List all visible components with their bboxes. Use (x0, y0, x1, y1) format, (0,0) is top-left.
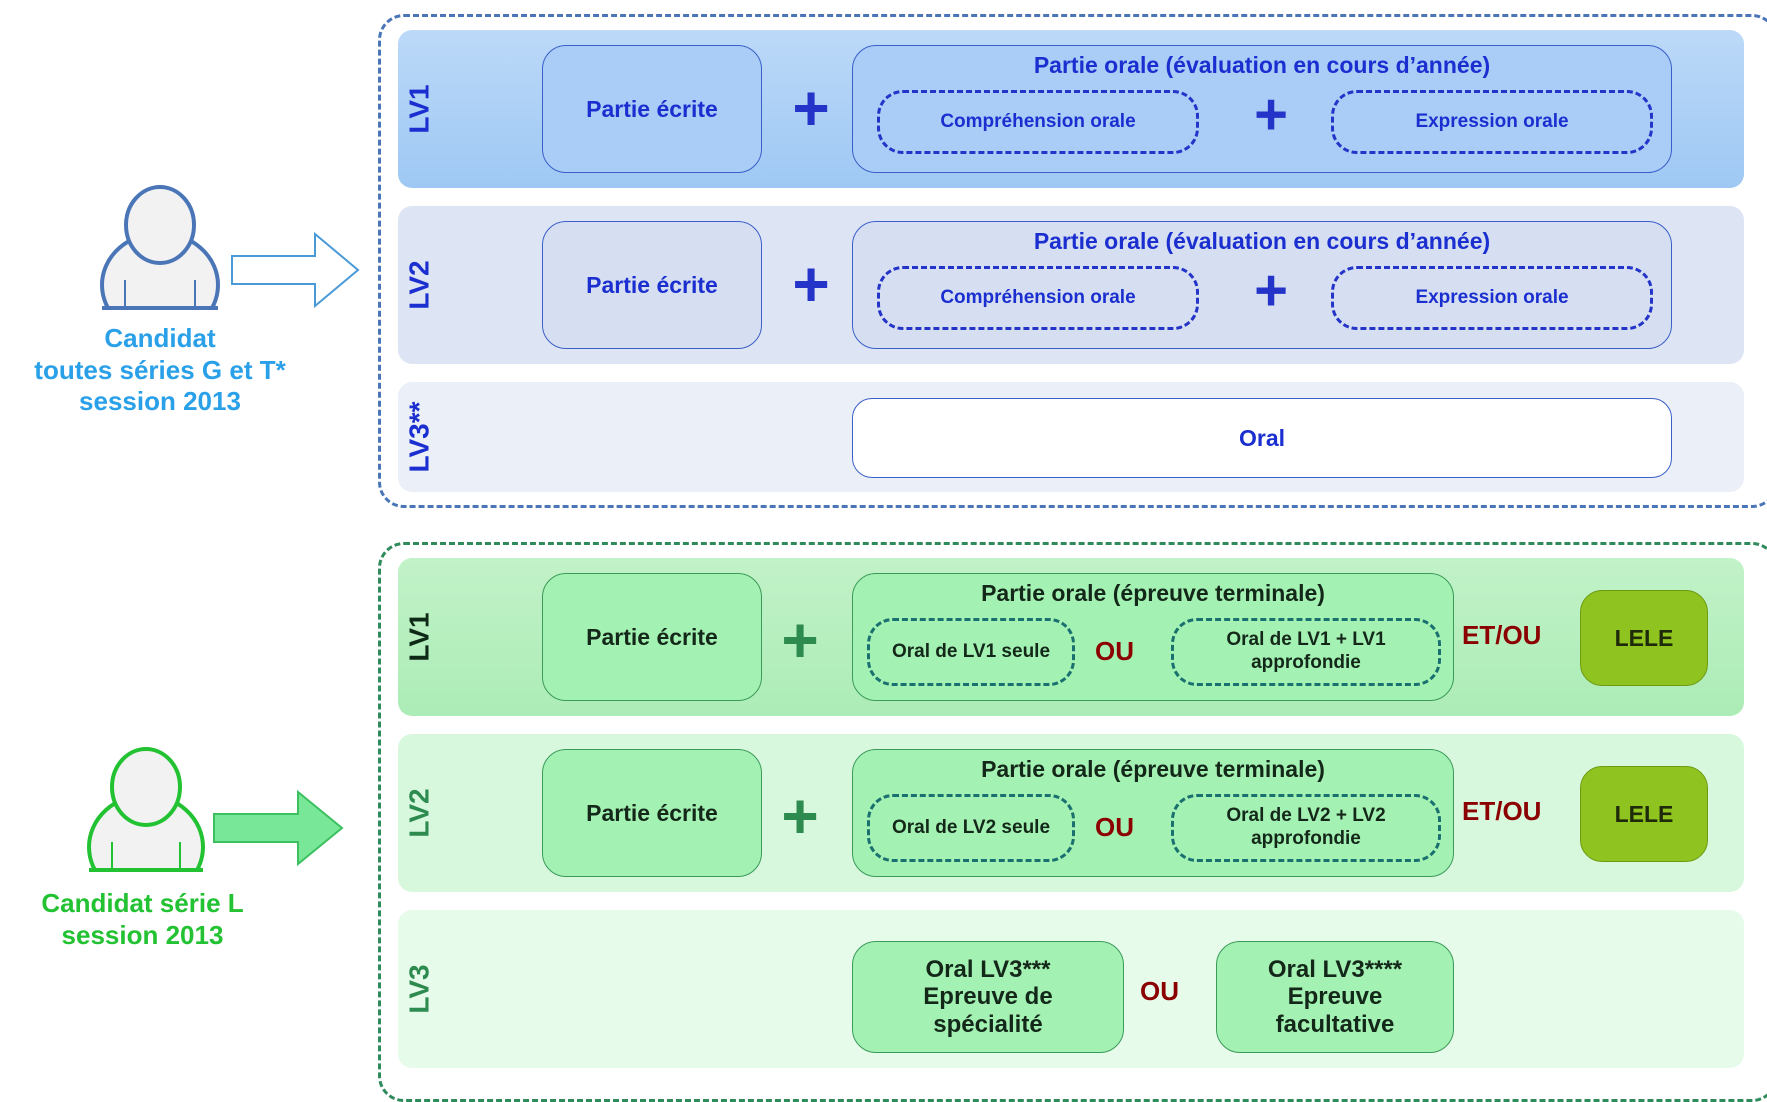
l-lv2-plus-icon: + (781, 780, 819, 852)
gt-lv2-orale-title: Partie orale (évaluation en cours d’anné… (1033, 228, 1491, 254)
l-lv2-ecrite-box: Partie écrite (542, 749, 762, 877)
l-lv3-facultative-box: Oral LV3**** Epreuve facultative (1216, 941, 1454, 1053)
candidate-gt-line2: toutes séries G et T* (34, 354, 286, 385)
gt-frame (378, 14, 1767, 508)
gt-lv1-plus-icon: + (792, 72, 830, 144)
candidate-l-arrow-icon (213, 789, 344, 867)
l-lv1-ou-text: OU (1095, 636, 1134, 666)
gt-lv1-orale-title: Partie orale (évaluation en cours d’anné… (1033, 52, 1491, 78)
candidate-gt-arrow-icon (231, 231, 360, 309)
candidate-l-line2: session 2013 (61, 919, 224, 950)
l-lv1-orale-box: Partie orale (épreuve terminale) Oral de… (852, 573, 1454, 701)
l-lv1-option2-line1: Oral de LV1 + LV1 (1226, 629, 1386, 651)
gt-lv2-ecrite-box: Partie écrite (542, 221, 762, 349)
gt-lv2-expression-pill: Expression orale (1331, 266, 1653, 330)
l-lv2-option1-pill: Oral de LV2 seule (867, 794, 1075, 862)
candidate-l-line1: Candidat série L (41, 888, 244, 918)
l-lv1-option2-pill: Oral de LV1 + LV1 approfondie (1171, 618, 1441, 686)
l-lv3-fac-line1: Oral LV3**** (1267, 955, 1403, 983)
l-lv3-spec-line2: Epreuve de (923, 983, 1053, 1011)
l-lv3-fac-line3: facultative (1275, 1010, 1395, 1038)
l-lv2-label: LV2 (404, 788, 435, 838)
candidate-gt-label: Candidat toutes séries G et T* session 2… (0, 323, 320, 418)
l-lv2-lele-box: LELE (1580, 766, 1708, 862)
l-lv1-etou-text: ET/OU (1462, 620, 1542, 650)
l-lv2-option2-line2: approfondie (1251, 828, 1361, 849)
gt-lv1-orale-box: Partie orale (évaluation en cours d’anné… (852, 45, 1672, 173)
gt-lv3-label: LV3** (404, 401, 436, 473)
l-lv1-lele-box: LELE (1580, 590, 1708, 686)
l-lv1-label: LV1 (404, 612, 435, 662)
gt-lv2-orale-box: Partie orale (évaluation en cours d’anné… (852, 221, 1672, 349)
l-lv3-fac-line2: Epreuve (1287, 983, 1383, 1011)
l-lv2-ou-text: OU (1095, 812, 1134, 842)
l-lv1-option1-pill: Oral de LV1 seule (867, 618, 1075, 686)
candidate-l-label: Candidat série L session 2013 (0, 888, 285, 951)
gt-lv3-oral-box: Oral (852, 398, 1672, 478)
l-lv2-orale-title: Partie orale (épreuve terminale) (981, 756, 1325, 782)
gt-lv1-ecrite-box: Partie écrite (542, 45, 762, 173)
gt-lv2-plus-icon: + (792, 248, 830, 320)
l-lv3-ou-text: OU (1140, 976, 1179, 1006)
l-lv2-option2-pill: Oral de LV2 + LV2 approfondie (1171, 794, 1441, 862)
gt-lv1-label: LV1 (404, 84, 435, 134)
candidate-gt-person-icon (95, 185, 225, 320)
candidate-gt-line1: Candidat (104, 323, 216, 353)
l-lv1-ecrite-box: Partie écrite (542, 573, 762, 701)
l-lv2-etou-text: ET/OU (1462, 796, 1542, 826)
gt-lv1-expression-pill: Expression orale (1331, 90, 1653, 154)
gt-lv2-comprehension-pill: Compréhension orale (877, 266, 1199, 330)
l-lv1-plus-icon: + (781, 604, 819, 676)
l-lv2-orale-box: Partie orale (épreuve terminale) Oral de… (852, 749, 1454, 877)
l-lv1-orale-title: Partie orale (épreuve terminale) (981, 580, 1325, 606)
l-lv3-spec-line3: spécialité (933, 1010, 1043, 1038)
gt-lv1-inner-plus-icon: + (1254, 82, 1288, 147)
candidate-gt-line3: session 2013 (79, 386, 241, 417)
l-lv2-option2-line1: Oral de LV2 + LV2 (1226, 805, 1386, 827)
l-lv1-option2-line2: approfondie (1251, 652, 1361, 673)
gt-lv1-comprehension-pill: Compréhension orale (877, 90, 1199, 154)
l-lv3-label: LV3 (404, 964, 435, 1014)
l-lv3-specialite-box: Oral LV3*** Epreuve de spécialité (852, 941, 1124, 1053)
candidate-l-person-icon (82, 747, 210, 882)
gt-lv2-label: LV2 (404, 260, 435, 310)
l-lv3-spec-line1: Oral LV3*** (925, 955, 1051, 983)
gt-lv2-inner-plus-icon: + (1254, 258, 1288, 323)
